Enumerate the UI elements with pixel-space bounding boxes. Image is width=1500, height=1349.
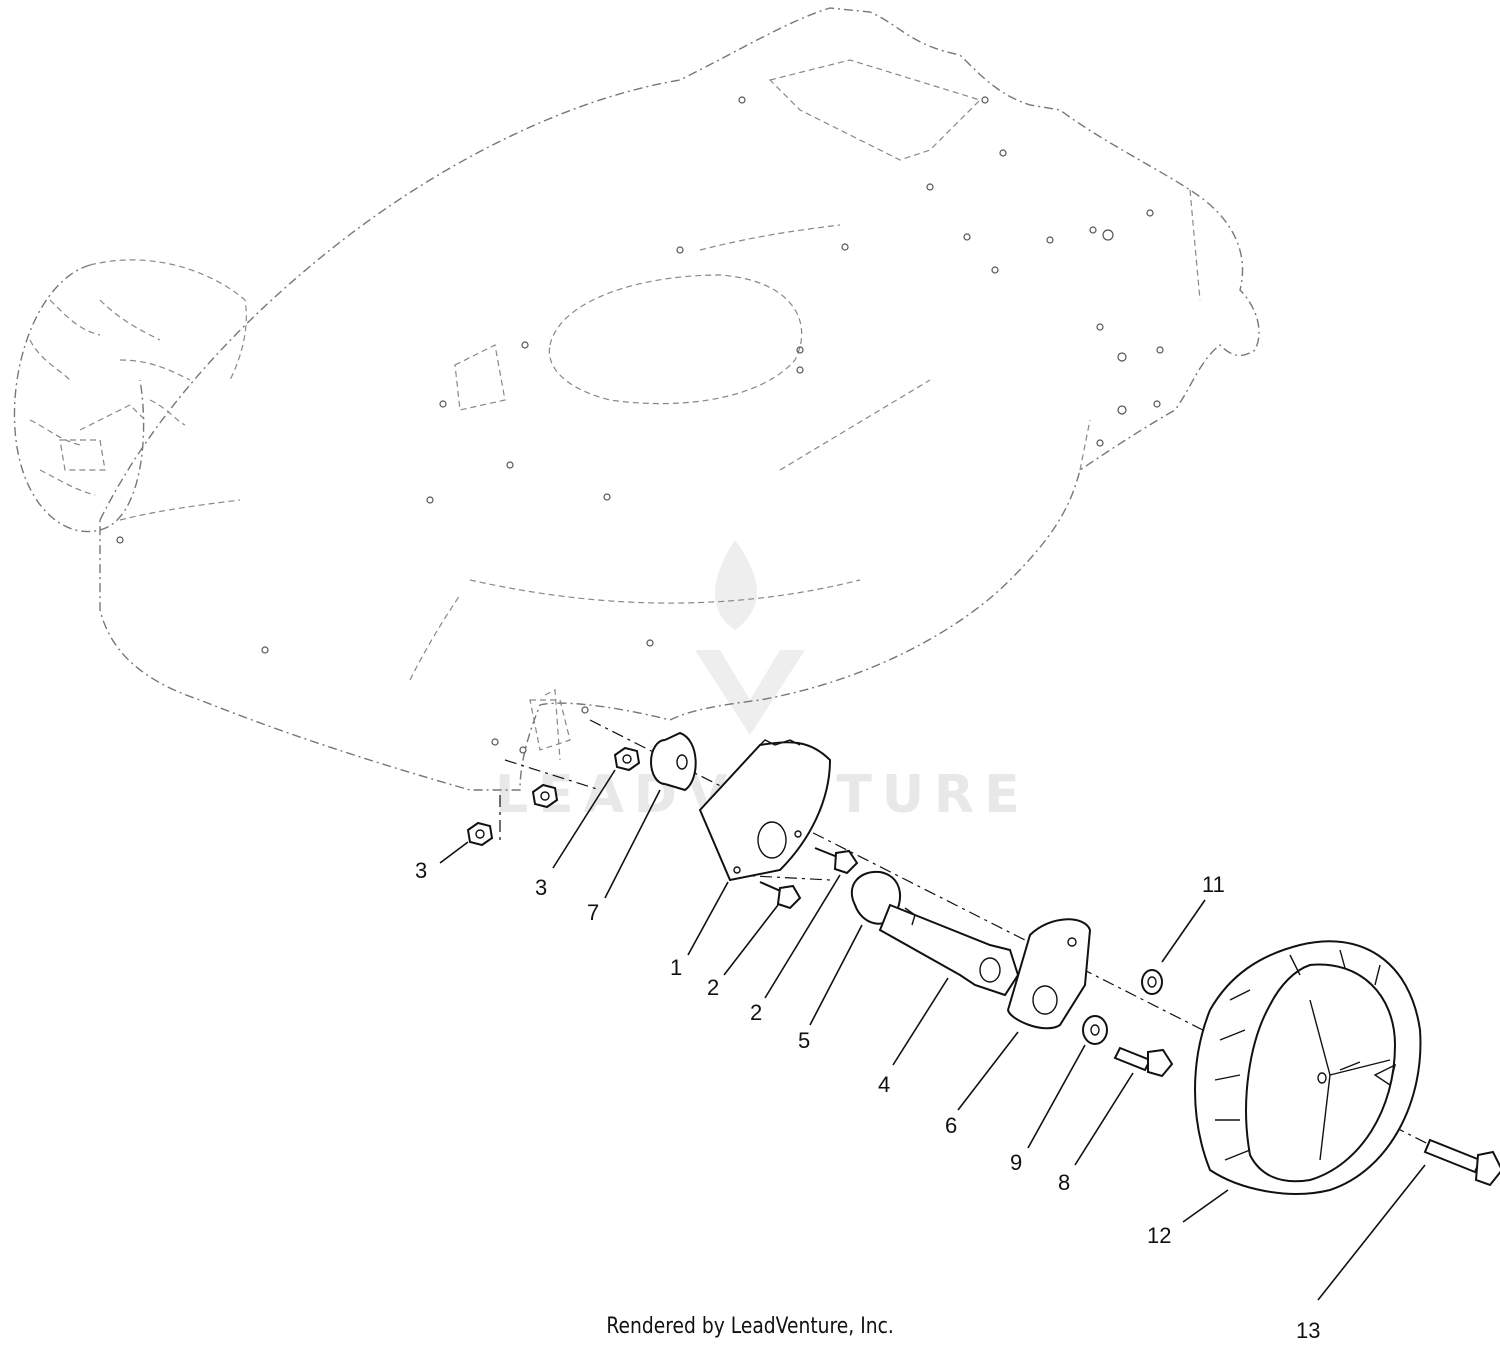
leader-lines <box>439 769 1426 1301</box>
callout-6: 6 <box>945 1113 957 1138</box>
callout-9: 9 <box>1010 1150 1022 1175</box>
bolt-part-2 <box>814 847 859 875</box>
callout-11: 11 <box>1202 872 1225 897</box>
nut-part-3 <box>613 746 641 772</box>
nut-part-3 <box>531 783 559 809</box>
callouts: 3 3 7 1 2 2 5 4 6 9 8 11 12 13 <box>415 858 1320 1343</box>
bushing-part-7 <box>650 731 697 792</box>
callout-2: 2 <box>707 975 719 1000</box>
nut-part-3 <box>466 821 494 847</box>
plate-part-1 <box>698 739 832 882</box>
wheel-part-12 <box>1194 940 1422 1195</box>
callout-5: 5 <box>798 1028 810 1053</box>
axle-bracket-part-4 <box>878 903 1020 997</box>
callout-12: 12 <box>1147 1223 1171 1248</box>
rear-wheel-outline <box>13 259 247 533</box>
bolt-part-2 <box>759 881 802 910</box>
mower-deck-outline <box>99 7 1260 791</box>
callout-4: 4 <box>878 1072 890 1097</box>
callout-1: 1 <box>670 955 682 980</box>
callout-3: 3 <box>415 858 427 883</box>
callout-8: 8 <box>1058 1170 1070 1195</box>
washer-part-9 <box>1082 1015 1108 1045</box>
washer-part-11 <box>1141 969 1163 995</box>
callout-7: 7 <box>587 900 599 925</box>
callout-3: 3 <box>535 875 547 900</box>
callout-13: 13 <box>1296 1318 1320 1343</box>
credit-text: Rendered by LeadVenture, Inc. <box>606 1314 894 1339</box>
arm-part-6 <box>1006 918 1092 1030</box>
bolt-part-8 <box>1113 1046 1174 1078</box>
credit-line: Rendered by LeadVenture, Inc. <box>0 1314 1500 1339</box>
bolt-part-13 <box>1423 1138 1500 1187</box>
callout-2: 2 <box>750 1000 762 1025</box>
